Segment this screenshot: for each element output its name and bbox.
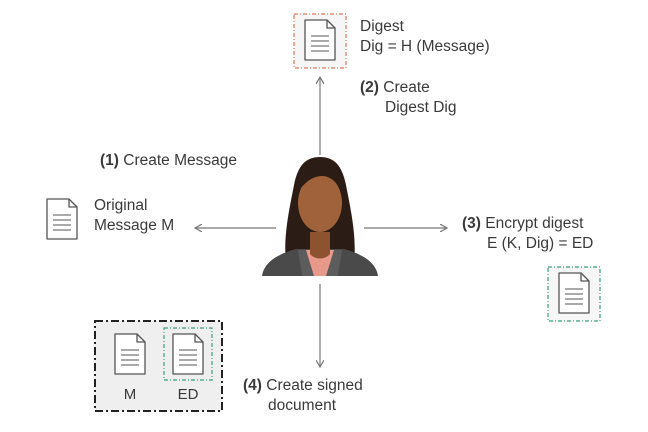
step4-number: (4) [243,377,262,394]
step3-label: (3) Encrypt digest E (K, Dig) = ED [462,215,594,252]
step4-label: (4) Create signed document [243,377,363,414]
step2-label: (2) Create Digest Dig [360,79,457,116]
signed-ed-document-icon [172,333,204,375]
digest-label: Digest Dig = H (Message) [360,18,490,55]
step1-number: (1) [100,152,119,169]
encrypted-document-icon [558,272,590,314]
step2-number: (2) [360,79,379,96]
step1-label: (1) Create Message [100,152,237,169]
digest-document-icon [304,19,336,61]
signed-m-document-icon [114,333,146,375]
original-document-icon [46,198,78,240]
signed-ed-label: ED [177,386,199,403]
signed-m-label: M [123,386,137,403]
step3-number: (3) [462,215,481,232]
person-avatar-icon [262,157,378,276]
original-message-label: Original Message M [94,197,175,234]
